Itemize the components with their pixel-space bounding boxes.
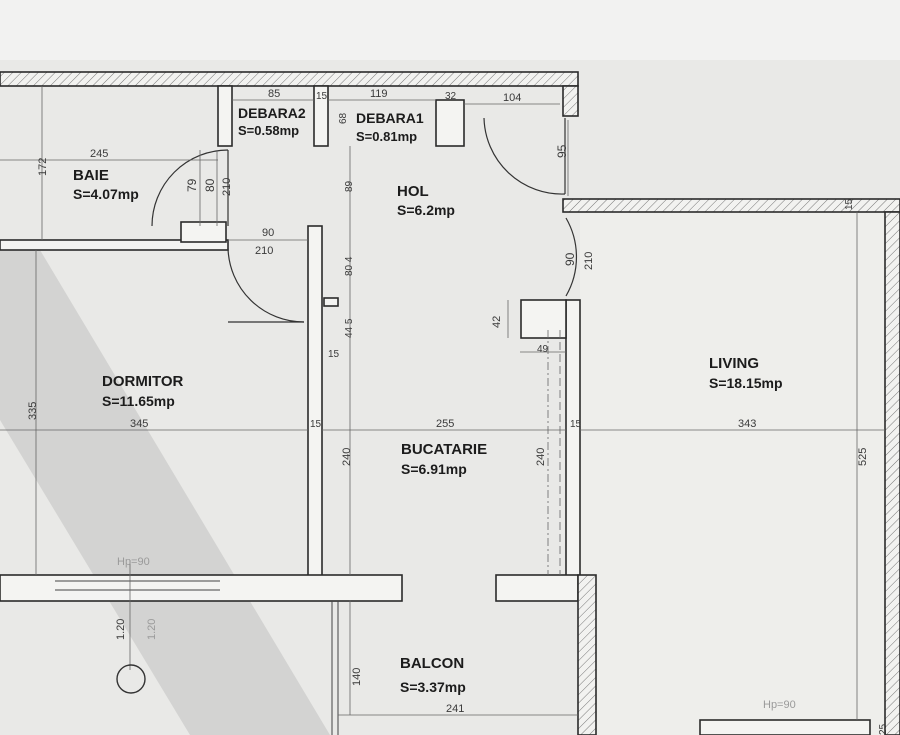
wall-debara2-left	[217, 85, 233, 147]
dim-210-c: 210	[583, 252, 595, 270]
wall-living-top	[562, 198, 900, 213]
door-dormitor	[227, 247, 305, 323]
wall-exterior-left	[0, 574, 403, 602]
dim-80: 80	[203, 178, 217, 192]
room-hol-name: HOL	[397, 183, 429, 200]
room-balcon-name: BALCON	[400, 655, 464, 672]
room-dormitor-name: DORMITOR	[102, 373, 184, 390]
diagonal-shadow	[0, 250, 330, 735]
doors	[151, 117, 578, 323]
dim-335: 335	[27, 402, 39, 420]
hp-mark-right: Hp=90	[763, 699, 796, 711]
wall-baie-niche	[180, 221, 227, 243]
hp-mark-left: Hp=90	[117, 556, 150, 568]
dimension-lines	[0, 86, 885, 720]
room-bucatarie-name: BUCATARIE	[401, 441, 487, 458]
dim-172: 172	[37, 158, 49, 176]
living-floor-light	[580, 210, 900, 735]
dim-68: 68	[338, 112, 349, 124]
dim-104: 104	[503, 92, 521, 104]
dim-90-a: 90	[262, 227, 274, 239]
dim-210-b: 210	[255, 245, 273, 257]
room-balcon-area: S=3.37mp	[400, 679, 466, 695]
paper-top-light	[0, 0, 900, 60]
dim-80-4: 80 4	[344, 256, 355, 276]
dim-89: 89	[344, 180, 355, 192]
wall-debara2-right	[313, 85, 329, 147]
window-living-bottom	[699, 719, 871, 735]
dim-240-a: 240	[341, 448, 353, 466]
dim-49: 49	[537, 344, 549, 355]
door-entrance	[483, 117, 566, 195]
dim-79: 79	[185, 178, 199, 192]
dim-240-b: 240	[535, 448, 547, 466]
dim-32: 32	[445, 91, 457, 102]
dim-95: 95	[555, 144, 569, 158]
room-debara2-area: S=0.58mp	[238, 123, 299, 138]
wall-living-left	[565, 299, 581, 579]
wall-top	[0, 71, 579, 87]
walls	[0, 71, 900, 735]
dim-42: 42	[491, 316, 503, 328]
dim-85: 85	[268, 88, 280, 100]
wall-right-top	[562, 85, 579, 117]
room-living-area: S=18.15mp	[709, 375, 783, 391]
dim-15-b: 15	[328, 349, 340, 360]
room-baie-name: BAIE	[73, 167, 109, 184]
dim-255: 255	[436, 418, 454, 430]
dim-119: 119	[370, 88, 388, 100]
wall-exterior-mid	[495, 574, 579, 602]
room-debara1-name: DEBARA1	[356, 110, 424, 126]
wall-dormitor-right	[307, 225, 323, 579]
room-debara2-name: DEBARA2	[238, 105, 306, 121]
dim-525: 525	[857, 448, 869, 466]
wall-living-exterior	[577, 574, 597, 735]
dim-343: 343	[738, 418, 756, 430]
dim-44-5: 44 5	[344, 318, 355, 338]
wall-right-edge	[884, 211, 900, 735]
vent-circle	[116, 664, 146, 694]
wall-kitchen-niche	[520, 299, 567, 339]
room-dormitor-area: S=11.65mp	[102, 393, 175, 409]
room-hol-area: S=6.2mp	[397, 202, 455, 218]
room-living-name: LIVING	[709, 355, 759, 372]
dim-1-20-b: 1.20	[146, 619, 158, 640]
door-baie	[151, 149, 229, 227]
dim-245: 245	[90, 148, 108, 160]
dim-15-top: 15	[316, 91, 328, 102]
dim-15-d: 15	[570, 419, 582, 430]
wall-small-block	[323, 297, 339, 307]
dim-15-e: 15	[844, 198, 855, 210]
dim-241: 241	[446, 703, 464, 715]
room-bucatarie-area: S=6.91mp	[401, 461, 467, 477]
room-debara1-area: S=0.81mp	[356, 129, 417, 144]
dim-210-a: 210	[221, 178, 233, 196]
dim-25: 25	[878, 723, 889, 735]
dim-90-b: 90	[563, 252, 577, 266]
door-living	[565, 217, 578, 297]
wall-baie-bottom	[0, 239, 229, 251]
dim-1-20-a: 1.20	[115, 619, 127, 640]
wall-debara1-right	[435, 99, 465, 147]
dim-345: 345	[130, 418, 148, 430]
room-baie-area: S=4.07mp	[73, 186, 139, 202]
dim-140: 140	[351, 668, 363, 686]
dim-15-c: 15	[310, 419, 322, 430]
